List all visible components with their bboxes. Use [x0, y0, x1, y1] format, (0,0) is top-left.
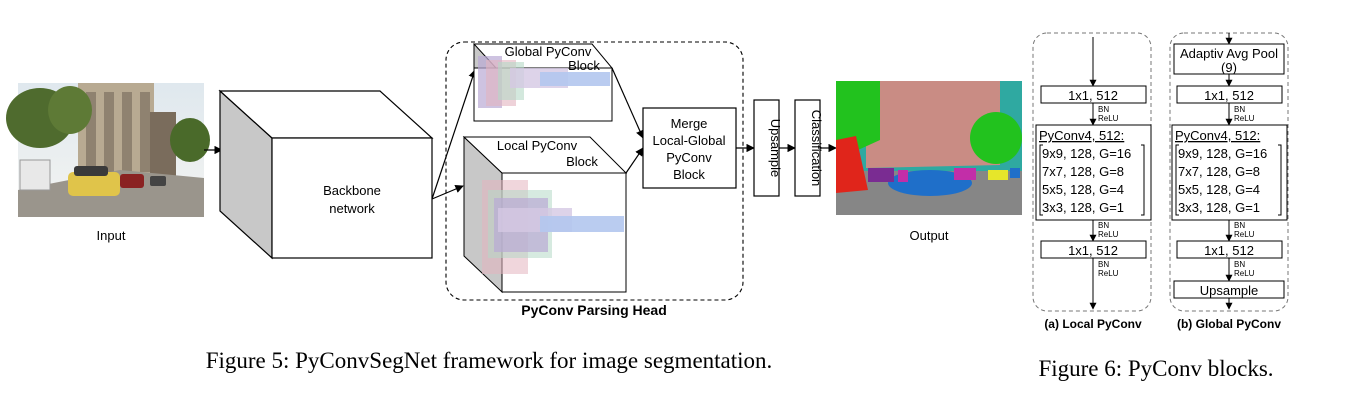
- merge-block: [642, 107, 737, 189]
- backbone-label-line1: Backbone: [323, 183, 381, 198]
- input-photo: [6, 83, 210, 217]
- classification-block: [794, 99, 821, 197]
- local-bn-1: BN: [1098, 105, 1109, 114]
- global-caption: (b) Global PyConv: [1177, 317, 1281, 331]
- local-pyconv-block: [462, 135, 628, 294]
- merge-label-line2: Local-Global: [653, 133, 726, 148]
- global-top-conv-label: 1x1, 512: [1204, 88, 1254, 103]
- global-block-label-line1: Global PyConv: [505, 44, 592, 59]
- global-pool-box: [1173, 43, 1285, 75]
- global-row-4: 3x3, 128, G=1: [1178, 200, 1260, 215]
- arrow-backbone-global: [431, 69, 477, 200]
- local-bn-3: BN: [1098, 260, 1109, 269]
- global-relu-2: ReLU: [1234, 230, 1255, 239]
- global-pool-line1: Adaptiv Avg Pool: [1180, 46, 1278, 61]
- input-label: Input: [97, 228, 126, 243]
- arrow-local-merge: [625, 147, 644, 174]
- output-segmentation-map: [836, 81, 1022, 215]
- local-relu-2: ReLU: [1098, 230, 1119, 239]
- local-top-conv-label: 1x1, 512: [1068, 88, 1118, 103]
- global-row-1: 9x9, 128, G=16: [1178, 146, 1267, 161]
- local-row-4: 3x3, 128, G=1: [1042, 200, 1124, 215]
- head-title: PyConv Parsing Head: [521, 302, 667, 318]
- global-row-3: 5x5, 128, G=4: [1178, 182, 1260, 197]
- figure5-caption: Figure 5: PyConvSegNet framework for ima…: [206, 348, 773, 373]
- local-row-2: 7x7, 128, G=8: [1042, 164, 1124, 179]
- global-pool-line2: (9): [1221, 60, 1237, 75]
- backbone-label-line2: network: [329, 201, 375, 216]
- pyconv-parsing-head-container: [445, 41, 744, 301]
- local-relu-3: ReLU: [1098, 269, 1119, 278]
- global-upsample-label: Upsample: [1200, 283, 1259, 298]
- local-block-label-line1: Local PyConv: [497, 138, 578, 153]
- global-bn-2: BN: [1234, 221, 1245, 230]
- local-block-label-line2: Block: [566, 154, 598, 169]
- global-left-bracket: [1175, 144, 1179, 216]
- local-bottom-conv-label: 1x1, 512: [1068, 243, 1118, 258]
- arrow-backbone-local: [431, 185, 464, 200]
- upsample-label: Upsample: [768, 119, 783, 178]
- local-caption: (a) Local PyConv: [1044, 317, 1142, 331]
- global-block-label-line2: Block: [568, 58, 600, 73]
- global-bn-1: BN: [1234, 105, 1245, 114]
- global-pyconv-block: [472, 43, 614, 122]
- global-right-bracket: [1278, 144, 1282, 216]
- global-bottom-conv-label: 1x1, 512: [1204, 243, 1254, 258]
- global-row-2: 7x7, 128, G=8: [1178, 164, 1260, 179]
- output-label: Output: [909, 228, 948, 243]
- classification-label: Classification: [809, 110, 824, 187]
- backbone-block: [218, 89, 434, 260]
- local-pyconv-box: [1035, 124, 1152, 221]
- arrow-global-merge: [611, 67, 644, 139]
- global-bn-3: BN: [1234, 260, 1245, 269]
- global-pyconv-title: PyConv4, 512:: [1175, 128, 1260, 143]
- local-row-1: 9x9, 128, G=16: [1042, 146, 1131, 161]
- figure6-caption: Figure 6: PyConv blocks.: [1038, 356, 1273, 381]
- global-relu-1: ReLU: [1234, 114, 1255, 123]
- local-relu-1: ReLU: [1098, 114, 1119, 123]
- global-relu-3: ReLU: [1234, 269, 1255, 278]
- local-pyconv-title: PyConv4, 512:: [1039, 128, 1124, 143]
- local-bn-2: BN: [1098, 221, 1109, 230]
- local-right-bracket: [1141, 144, 1145, 216]
- upsample-block: [753, 99, 780, 197]
- merge-label-line3: PyConv: [666, 150, 712, 165]
- merge-label-line4: Block: [673, 167, 705, 182]
- local-row-3: 5x5, 128, G=4: [1042, 182, 1124, 197]
- merge-label-line1: Merge: [671, 116, 708, 131]
- local-pyconv-container: [1032, 32, 1152, 312]
- local-left-bracket: [1039, 144, 1043, 216]
- global-pyconv-box: [1171, 124, 1288, 221]
